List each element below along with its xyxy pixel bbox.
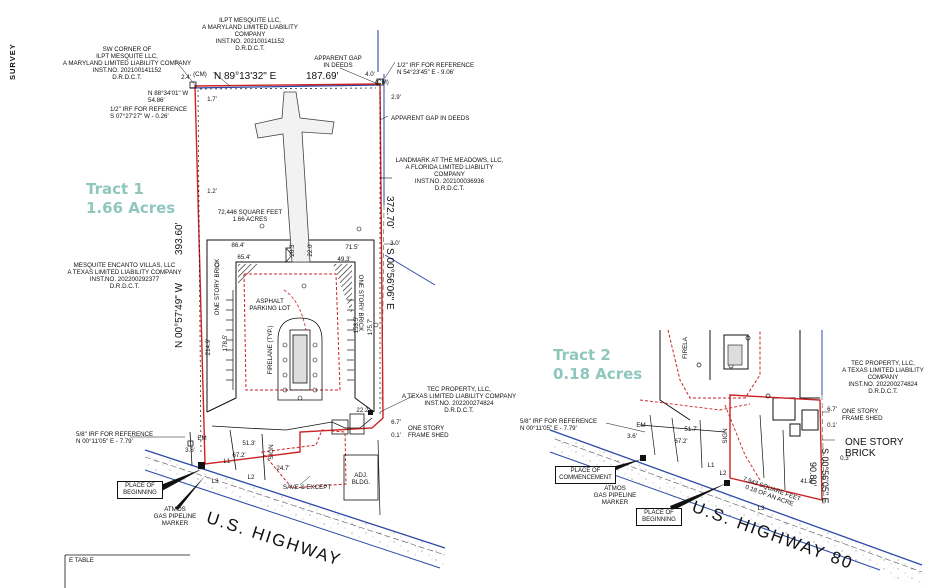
dim-3-6-right: 3.6' — [627, 433, 637, 440]
pob-arrow-right — [670, 483, 727, 511]
line-l3-left: L3 — [211, 478, 219, 485]
east-distance: 372.70' — [384, 196, 395, 229]
driveway-left — [254, 91, 335, 263]
frame-shed-label-right: ONE STORY FRAME SHED — [842, 408, 883, 422]
dim-2-4: 2.4' — [181, 74, 191, 81]
irf-58-label-right: 5/8" IRF FOR REFERENCE N 00°11'05" E - 7… — [520, 418, 598, 432]
line-l1-left: L1 — [223, 458, 231, 465]
atmos-label-left: ATMOS GAS PIPELINE MARKER — [153, 506, 197, 527]
irf-ref-nw: 1/2" IRF FOR REFERENCE S 07°27'27" W - 0… — [110, 106, 188, 120]
east-bearing: S 00°56'06" E — [384, 248, 395, 310]
em-label-left: EM — [197, 435, 207, 442]
tract2-acres: 0.18 Acres — [553, 365, 643, 383]
tract1-boundary — [194, 83, 384, 465]
dim-153-5: 153.5' — [353, 316, 360, 334]
dim-22-0: 22.0' — [307, 243, 314, 257]
landmark-owner-label: LANDMARK AT THE MEADOWS, LLC, A FLORIDA … — [395, 157, 504, 192]
frame-shed-label-left: ONE STORY FRAME SHED — [408, 425, 449, 439]
adj-bldg-label: ADJ. BLDG. — [351, 472, 371, 486]
pob-box-right: PLACE OF BEGINNING — [636, 508, 682, 526]
dim-6-7-right: 6.7' — [827, 406, 837, 413]
dim-3-6-left: 3.6' — [185, 447, 195, 454]
highway-row-left — [144, 449, 446, 569]
save-except-label: SAVE & EXCEPT — [282, 484, 332, 491]
brick-label-west: ONE STORY BRICK — [214, 258, 221, 316]
west-bearing: N 00°57'49" W — [174, 282, 185, 348]
dim-67-2-right: 67.2' — [674, 438, 688, 445]
tract2-name: Tract 2 — [553, 346, 611, 364]
tract1-name: Tract 1 — [86, 180, 144, 198]
dim-0-1: 0.1' — [391, 432, 401, 439]
dim-51-3: 51.3' — [242, 440, 256, 447]
sw-corner-label: SW CORNER OF ILPT MESQUITE LLC, A MARYLA… — [62, 46, 192, 81]
firelane-label-right: FIRELA — [682, 337, 689, 359]
survey-section-title: SURVEY — [8, 43, 17, 80]
tract2-boundary — [729, 394, 823, 501]
dim-0-1-right: 0.1' — [827, 422, 837, 429]
line-l1-right: L1 — [707, 462, 715, 469]
dim-175-7: 175.7' — [367, 318, 374, 336]
apparent-gap-north: APPARENT GAP IN DEEDS — [314, 55, 362, 69]
atmos-label-right: ATMOS GAS PIPELINE MARKER — [593, 485, 637, 506]
dim-1-7: 1.7' — [207, 96, 217, 103]
dim-20-3: 20.3' — [289, 243, 296, 257]
north-owner-label: ILPT MESQUITE LLC, A MARYLAND LIMITED LI… — [202, 17, 298, 52]
north-bearing: N 89°13'32" E — [214, 71, 277, 82]
tract1-acres: 1.66 Acres — [86, 199, 176, 217]
sign-label-left: SIGN — [268, 444, 275, 460]
pob-arrow-left — [158, 469, 202, 492]
em-label-right: EM — [636, 422, 646, 429]
bearing-n88: N 88°34'01" W 54.86' — [148, 90, 189, 104]
irf-ref-ne: 1/2" IRF FOR REFERENCE N 54°23'45" E - 9… — [397, 62, 475, 76]
dim-67-2-left: 67.2' — [232, 452, 246, 459]
dim-22-2: 22.2' — [356, 407, 370, 414]
firelane-label: FIRELANE (TYP.) — [267, 325, 274, 375]
north-distance: 187.69' — [306, 71, 339, 82]
dim-49-3: 49.3' — [337, 256, 351, 263]
tec-owner-label-left: TEC PROPERTY, LLC, A TEXAS LIMITED LIABI… — [401, 386, 517, 414]
dim-0-3-right: 0.3' — [840, 455, 850, 462]
dim-71-5: 71.5' — [345, 244, 359, 251]
dim-2-9: 2.9' — [391, 94, 401, 101]
line-l3-right: L3 — [757, 505, 765, 512]
table-stub-label: E TABLE — [69, 557, 94, 564]
dim-86-4: 86.4' — [231, 242, 245, 249]
asphalt-label: ASPHALT PARKING LOT — [249, 298, 291, 312]
dim-6-7: 6.7' — [391, 419, 401, 426]
dim-214-9: 214.9' — [205, 338, 212, 356]
brick-label-right: ONE STORY BRICK — [845, 437, 904, 459]
dim-178-5: 178.5' — [222, 334, 229, 352]
line-l2-left: L2 — [247, 474, 255, 481]
east-bearing-right: S 00°56'05" E — [820, 448, 830, 504]
dim-65-4: 65.4' — [237, 254, 251, 261]
dim-41-8: 41.8' — [800, 478, 814, 485]
cm-label-right: (CM) — [375, 79, 389, 86]
dim-51-7: 51.7' — [684, 426, 698, 433]
north-blue-line — [189, 84, 381, 89]
firelane-left — [243, 273, 341, 391]
pob-box-left: PLACE OF BEGINNING — [117, 481, 163, 499]
dim-4-0: 4.0' — [365, 71, 375, 78]
center-island-left — [277, 317, 323, 401]
apparent-gap-east: APPARENT GAP IN DEEDS — [391, 115, 470, 122]
sign-label-right: SIGN — [722, 428, 729, 444]
cm-label-left: (CM) — [193, 71, 207, 78]
west-distance: 393.60' — [174, 222, 185, 256]
tract1-label: Tract 1 1.66 Acres — [86, 180, 175, 218]
dim-3-0: 3.0' — [390, 240, 400, 247]
irf-58-label-left: 5/8" IRF FOR REFERENCE N 00°11'05" E - 7… — [76, 431, 154, 445]
dim-1-2: 1.2' — [207, 188, 217, 195]
tec-owner-label-right: TEC PROPERTY, LLC, A TEXAS LIMITED LIABI… — [842, 360, 924, 395]
tract2-label: Tract 2 0.18 Acres — [553, 346, 642, 384]
poc-box-right: PLACE OF COMMENCEMENT — [555, 466, 616, 484]
mesquite-owner-label: MESQUITE ENCANTO VILLAS, LLC A TEXAS LIM… — [67, 262, 182, 290]
area-label-tract1: 72,446 SQUARE FEET 1.66 ACRES — [217, 209, 283, 223]
dim-24-7: 24.7' — [276, 465, 290, 472]
diagonal-blue-line — [384, 254, 436, 286]
line-l2-right: L2 — [719, 470, 727, 477]
